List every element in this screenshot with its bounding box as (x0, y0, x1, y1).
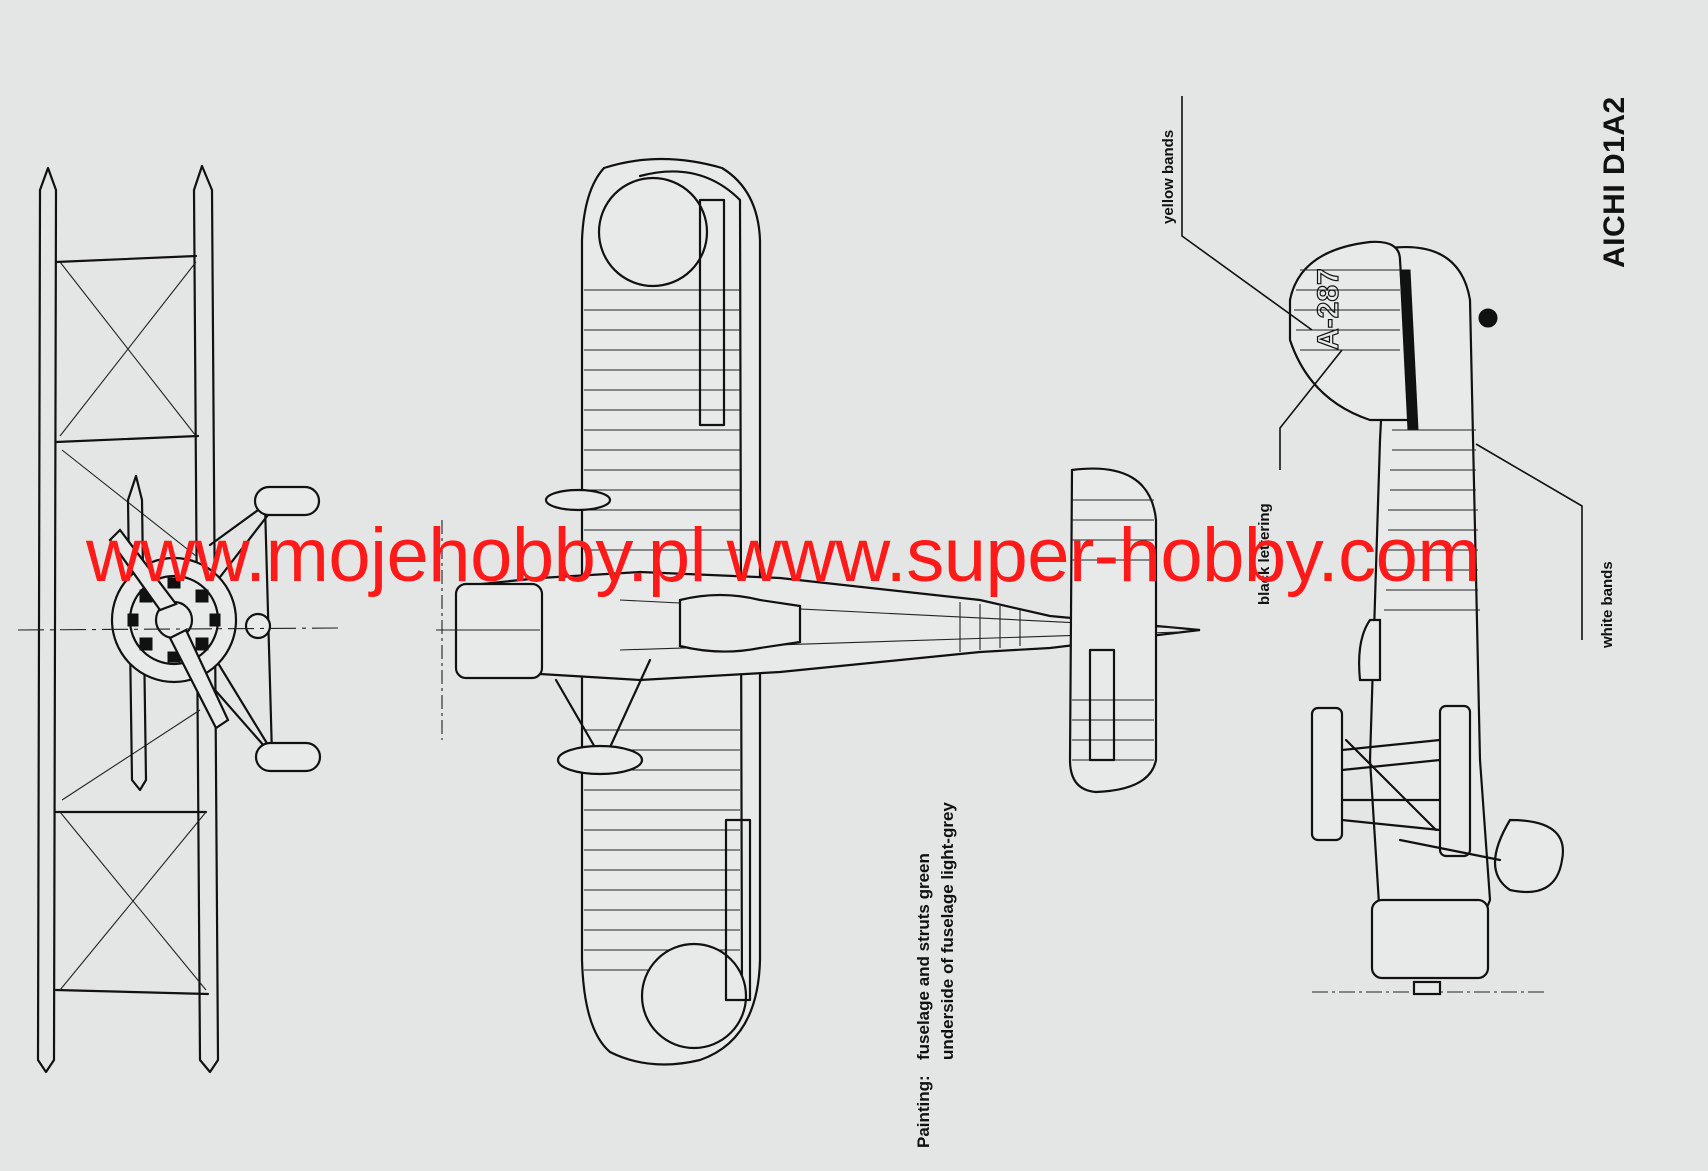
top-landing-struts (554, 658, 652, 758)
top-view (436, 157, 1201, 1066)
top-roundel-lower (640, 942, 748, 1050)
front-upper-wing (36, 166, 58, 1074)
top-wheel (556, 744, 644, 776)
front-propeller-blade-lower (168, 628, 230, 730)
front-cylinder-heads (127, 577, 221, 663)
callout-yellow-bands: yellow bands (1160, 129, 1177, 224)
top-roundel-upper (597, 176, 709, 288)
front-exhaust-ring (244, 612, 272, 640)
side-wing-struts (1340, 738, 1442, 832)
leader-white-bands (1475, 443, 1583, 640)
leader-yellow-bands (1181, 96, 1313, 331)
front-view (17, 164, 339, 1074)
top-wheel-upper (544, 488, 612, 512)
painting-line-1: fuselage and struts green (914, 853, 933, 1060)
side-upper-wing (1438, 704, 1472, 858)
top-engine-cowling (454, 582, 544, 680)
side-cockpit (1358, 618, 1382, 682)
callout-leaders (1181, 96, 1583, 640)
callout-white-bands: white bands (1599, 561, 1616, 648)
painting-line-2: underside of fuselage light-grey (938, 802, 957, 1060)
front-lower-wing (192, 164, 220, 1074)
top-aileron-upper (698, 198, 726, 427)
top-elevator (1088, 648, 1116, 762)
front-right-wheel (254, 741, 322, 773)
painting-lead: Painting: (914, 1075, 933, 1148)
side-fin (1288, 240, 1412, 422)
watermark-text: www.mojehobby.pl www.super-hobby.com (86, 513, 1481, 598)
side-fin-ribs (1294, 269, 1400, 351)
top-lower-wing-edge (638, 170, 744, 1002)
front-struts (54, 254, 210, 996)
front-centerline (17, 627, 339, 631)
side-lower-wing (1310, 706, 1344, 842)
painting-note: Painting: fuselage and struts green under… (912, 802, 960, 1148)
front-bracing-wires (59, 261, 207, 991)
top-tailplane (1068, 467, 1158, 794)
side-fuselage-frames (1384, 429, 1480, 611)
front-propeller-blade-upper (108, 528, 178, 612)
side-tail-skid (1478, 308, 1498, 328)
front-left-wheel (253, 485, 321, 517)
leader-black-lettering (1279, 349, 1343, 470)
side-wheel (1493, 818, 1565, 894)
top-aileron-lower (724, 818, 752, 1002)
drawing-title: AICHI D1A2 (1598, 96, 1631, 268)
tail-code: A-287 (1312, 268, 1345, 350)
side-spinner (1412, 980, 1442, 996)
side-gear-leg (1398, 838, 1502, 862)
side-view (1288, 240, 1565, 996)
front-tail-fin (126, 474, 148, 792)
top-cockpit (678, 593, 802, 653)
side-engine-cowling (1370, 898, 1490, 980)
